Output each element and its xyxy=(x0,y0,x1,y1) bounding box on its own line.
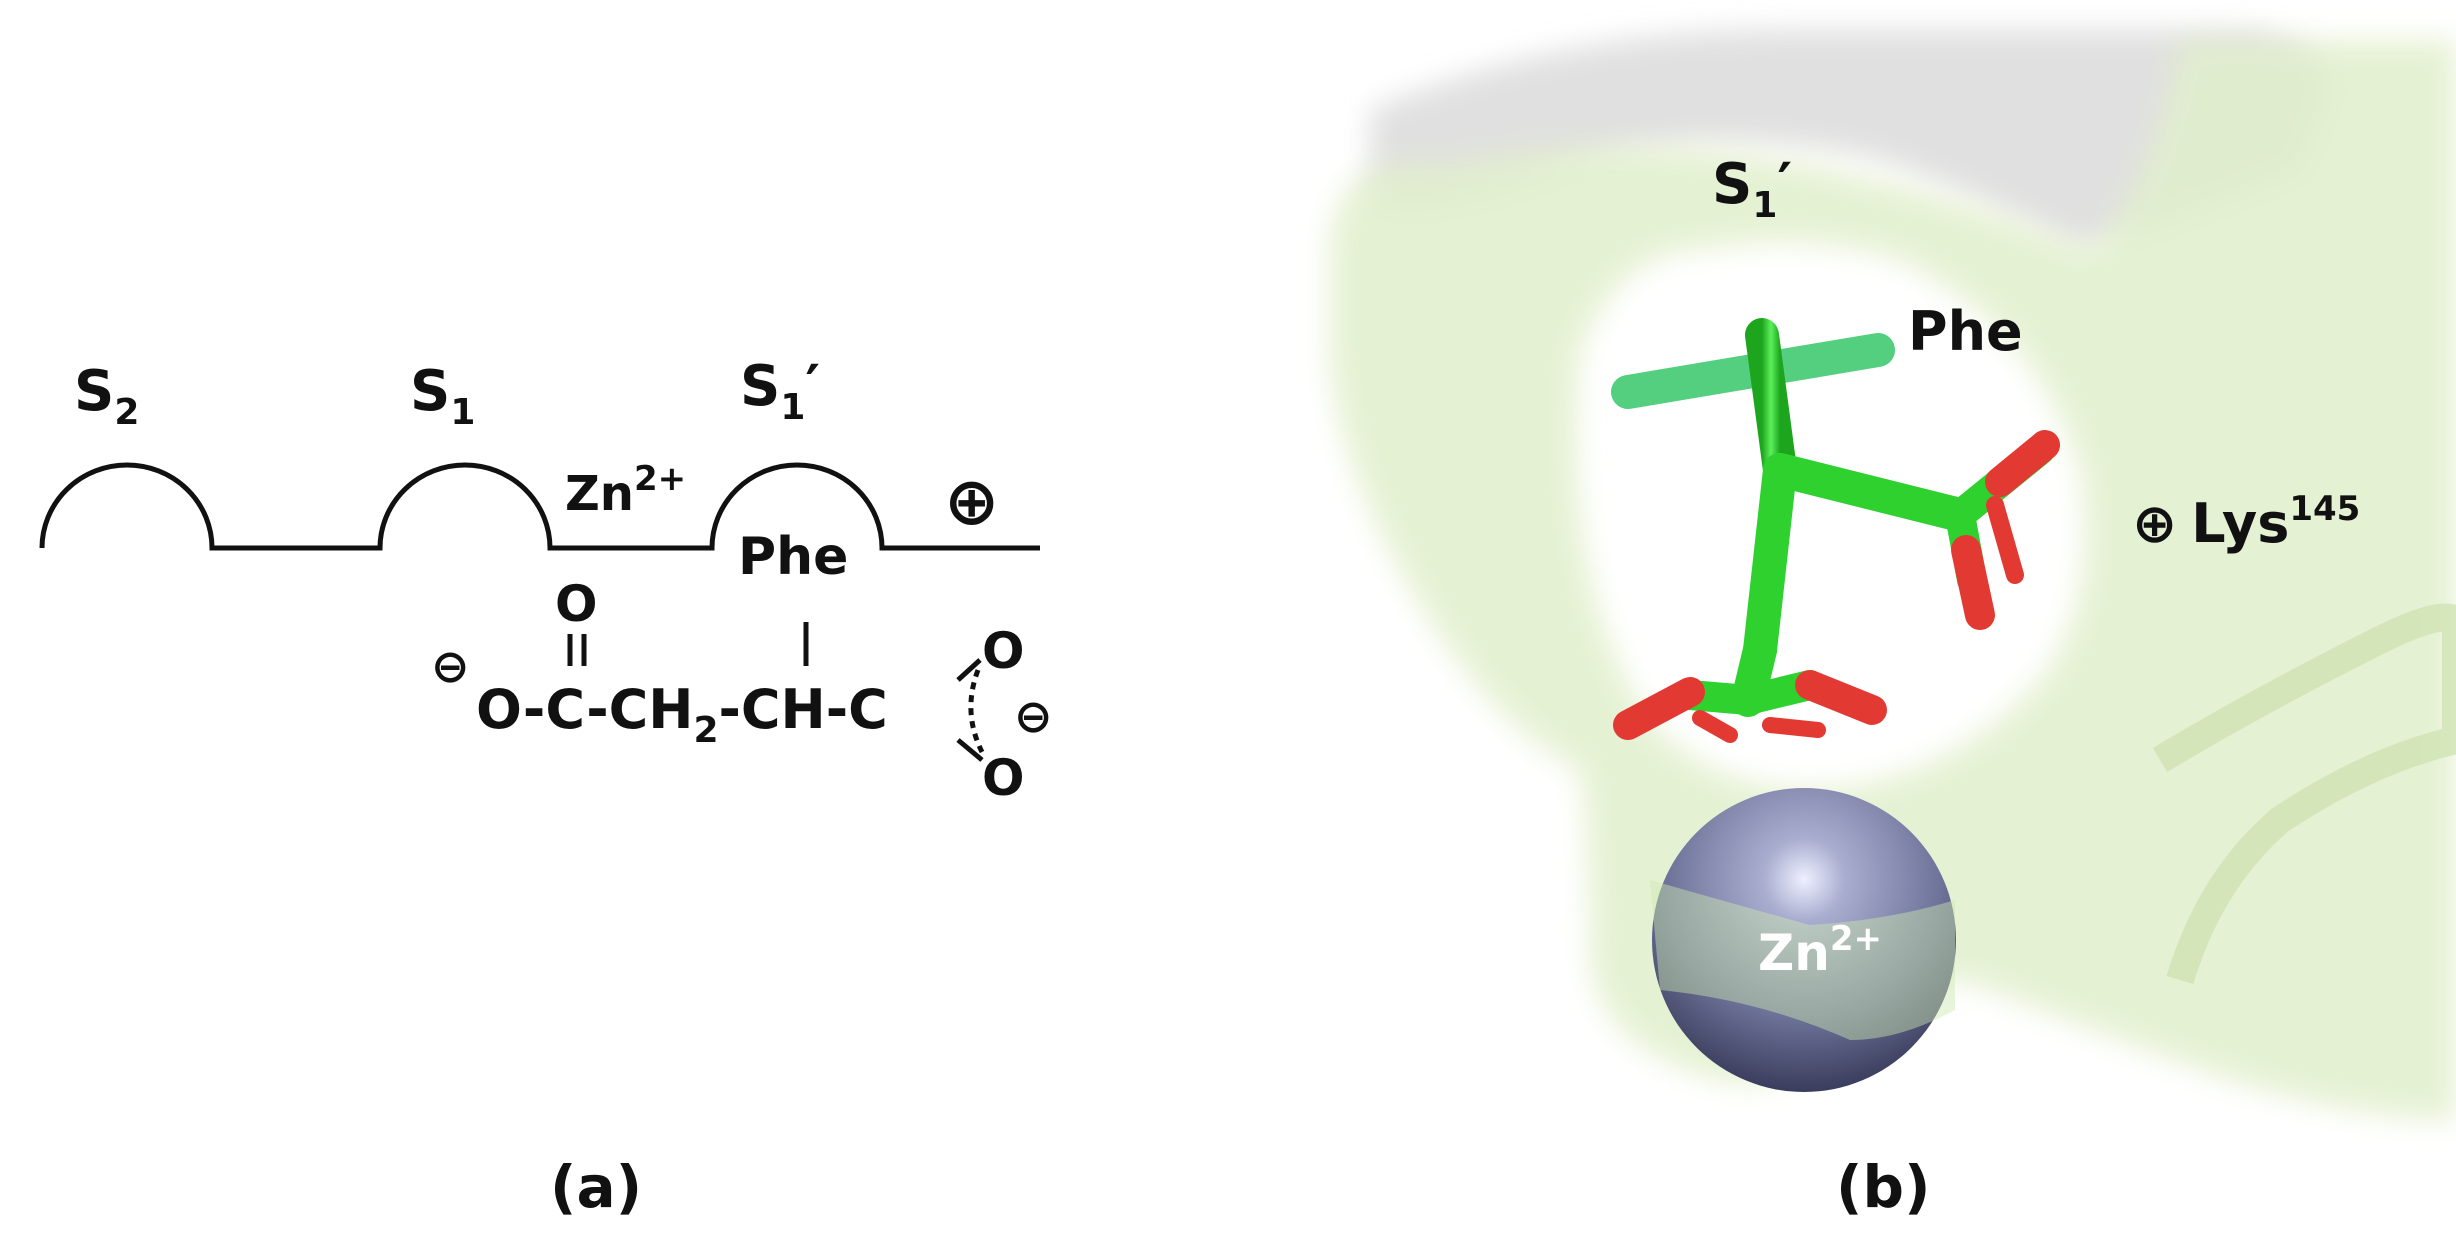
carboxylate-bond-top xyxy=(956,658,982,682)
positive-charge-a: ⊕ xyxy=(944,463,999,540)
subsite-pocket-line xyxy=(39,462,1040,551)
bond-o-small-a xyxy=(1692,710,1738,743)
protein-surface-gray xyxy=(1370,30,2330,250)
zinc-label-a: Zn2+ xyxy=(565,459,686,522)
carboxylate-bond-bottom xyxy=(956,738,984,762)
bond-o-right-small xyxy=(1986,496,2024,584)
bond-o-right2 xyxy=(1795,670,1887,725)
bond-c-c-right xyxy=(1763,453,1977,532)
protein-surface-green xyxy=(1330,40,2456,1120)
carboxylate-oxygen-bottom: O xyxy=(982,749,1025,807)
succinate-backbone: O-C-CH2-CH-C xyxy=(476,678,888,751)
lys145-label: ⊕Lys145 xyxy=(2132,489,2360,555)
phe-label-b: Phe xyxy=(1908,300,2023,363)
negative-charge-right: ⊖ xyxy=(1014,689,1053,743)
bond-o-small-b xyxy=(1762,717,1826,738)
panel-b-structure: S1′ Phe ⊕Lys145 Zn2+ (b) xyxy=(1330,30,2456,1221)
bond-o-right-up xyxy=(1985,430,2060,497)
subsite-s1-prime-label-b: S1′ xyxy=(1712,152,1792,226)
bond-c-c-down xyxy=(1743,453,1797,667)
carbonyl-oxygen: O xyxy=(555,575,598,633)
carboxylate-oxygen-top: O xyxy=(982,622,1025,680)
subsite-s1-prime-label: S1′ xyxy=(740,354,820,428)
zinc-label-b: Zn2+ xyxy=(1758,919,1882,982)
zinc-ion-sphere xyxy=(1652,788,1956,1092)
phe-pocket-label-a: Phe xyxy=(738,527,848,587)
carboxylate-resonance-arc xyxy=(968,669,985,754)
panel-a-schematic: S2 S1 S1′ Zn2+ Phe ⊕ O ⊖ O-C-CH2-CH-C O … xyxy=(39,354,1053,1221)
bond-c-top xyxy=(1745,318,1797,487)
caption-b: (b) xyxy=(1836,1153,1931,1221)
subsite-s1-label: S1 xyxy=(410,359,475,433)
succinate-stick-model xyxy=(1611,318,2060,743)
negative-charge-left: ⊖ xyxy=(431,639,470,693)
caption-a: (a) xyxy=(550,1153,642,1221)
bond-o-right-down xyxy=(1951,535,1995,630)
surface-over-zinc xyxy=(1650,880,1955,1040)
subsite-s2-label: S2 xyxy=(74,359,139,433)
bond-o-left xyxy=(1613,677,1705,740)
